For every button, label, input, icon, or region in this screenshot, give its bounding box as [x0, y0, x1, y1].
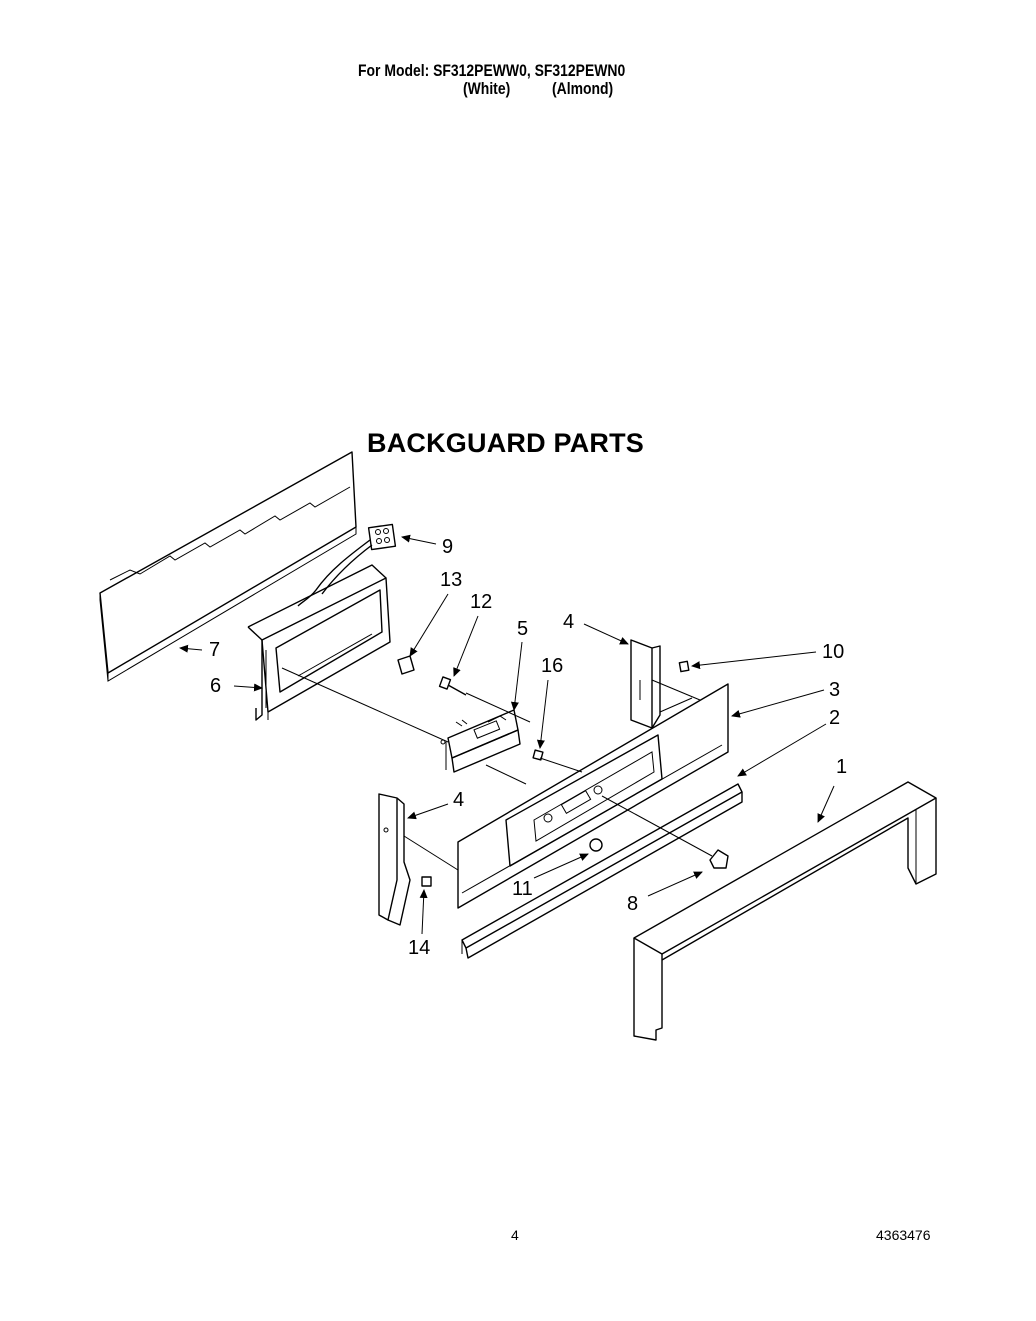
- color-almond-label: (Almond): [552, 79, 614, 98]
- part-6-mounting-box: [247, 564, 391, 721]
- page-number: 4: [511, 1227, 519, 1243]
- part-14-screw: [421, 876, 432, 887]
- part-10-screw: [678, 660, 690, 673]
- part-1-end-cap: [633, 781, 937, 1041]
- model-line: For Model: SF312PEWW0, SF312PEWN0: [358, 61, 626, 80]
- part-3-control-panel: [457, 683, 729, 909]
- callout-12: 12: [470, 591, 492, 613]
- part-5-timer-module: [440, 709, 521, 773]
- part-16-spacer: [532, 749, 544, 761]
- callout-14: 14: [408, 937, 430, 959]
- part-8-knob: [709, 849, 729, 869]
- callout-8: 8: [627, 893, 638, 915]
- callout-1: 1: [836, 756, 847, 778]
- color-white-label: (White): [463, 79, 511, 98]
- callouts: 1 2 3 4 4 5 6 7 8 9 10 11 12 13 14 16: [179, 534, 847, 959]
- document-number: 4363476: [876, 1227, 931, 1243]
- callout-6: 6: [210, 675, 221, 697]
- part-13-clip: [397, 655, 415, 675]
- part-4-left-bracket: [378, 793, 411, 926]
- callout-5: 5: [517, 618, 528, 640]
- callout-9: 9: [442, 536, 453, 558]
- callout-2: 2: [829, 707, 840, 729]
- callout-4-upper: 4: [563, 611, 574, 633]
- part-7-rear-panel: [99, 451, 357, 682]
- callout-4-lower: 4: [453, 789, 464, 811]
- page-title: BACKGUARD PARTS: [367, 428, 644, 458]
- part-2-trim-strip: [461, 783, 743, 959]
- part-12-screw: [438, 676, 467, 696]
- callout-3: 3: [829, 679, 840, 701]
- callout-7: 7: [209, 639, 220, 661]
- callout-10: 10: [822, 641, 844, 663]
- callout-13: 13: [440, 569, 462, 591]
- callout-16: 16: [541, 655, 563, 677]
- assembly-lines: [281, 667, 713, 871]
- part-4-right-bracket: [630, 639, 661, 729]
- callout-11: 11: [512, 878, 533, 900]
- part-9-terminal-block: [297, 523, 397, 607]
